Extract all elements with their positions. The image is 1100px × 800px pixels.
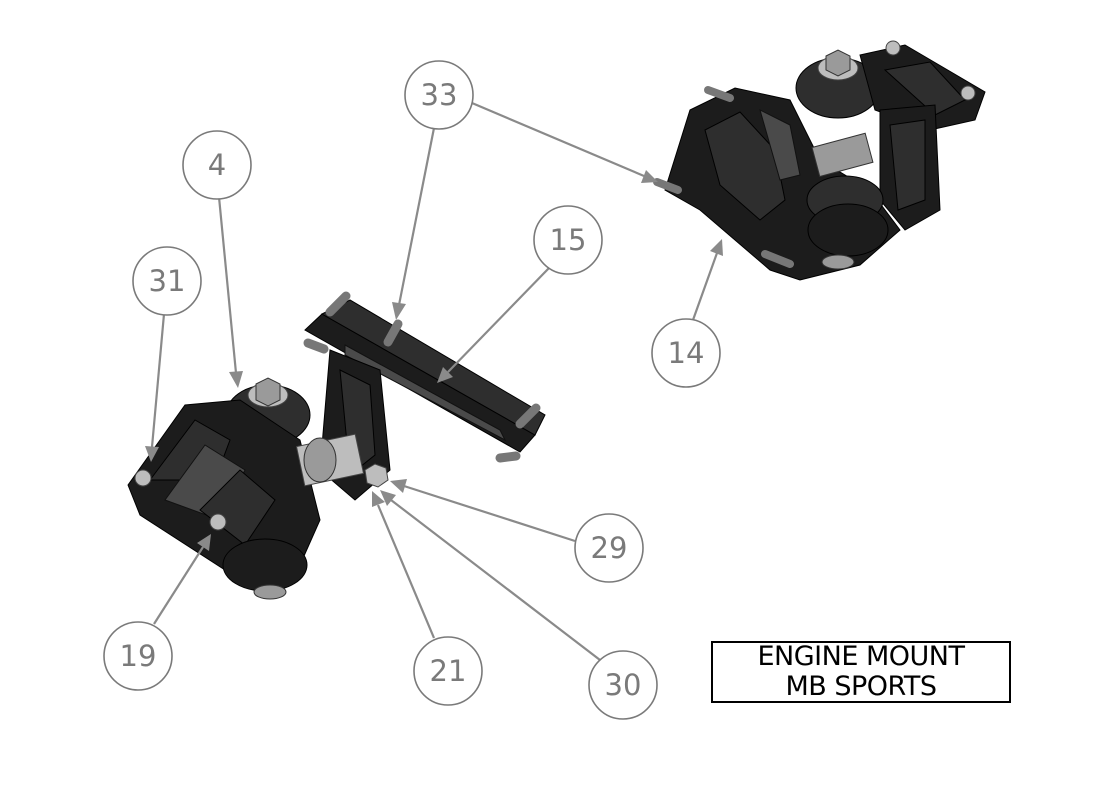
stud-right-lower [761,250,794,268]
balloon-33: 33 [404,60,474,130]
balloon-14: 14 [651,318,721,388]
svg-text:30: 30 [605,668,642,702]
balloon-30: 30 [588,650,658,720]
title-block: ENGINE MOUNT MB SPORTS [711,641,1011,703]
svg-text:19: 19 [120,639,157,673]
balloon-29: 29 [574,513,644,583]
stud-right-left [653,178,682,194]
balloon-21: 21 [413,636,483,706]
title-line-2: MB SPORTS [785,671,937,702]
leader-lines [145,101,723,661]
svg-text:31: 31 [149,264,186,298]
svg-text:29: 29 [591,531,628,565]
center-bracket-plate [303,291,546,501]
balloon-4: 4 [182,130,252,200]
svg-text:14: 14 [668,336,705,370]
title-line-1: ENGINE MOUNT [757,641,965,672]
svg-text:21: 21 [430,654,467,688]
balloon-19: 19 [103,621,173,691]
svg-text:15: 15 [550,223,587,257]
balloon-15: 15 [533,205,603,275]
svg-text:33: 33 [421,78,458,112]
svg-text:4: 4 [208,148,226,182]
left-mount-assembly [127,377,389,600]
right-mount-assembly [653,40,986,281]
stud-right-upper [704,86,734,102]
balloon-31: 31 [132,246,202,316]
